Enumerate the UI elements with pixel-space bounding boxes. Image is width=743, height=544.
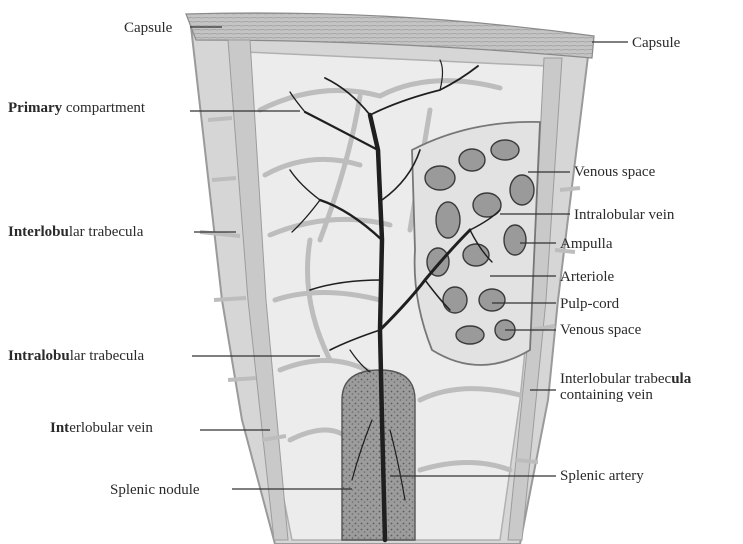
label-intralobular-trabecula: Intralobular trabecula: [8, 348, 145, 364]
label-capsule-right: Capsule: [632, 35, 681, 51]
label-interlobular-vein: Interlobular vein: [50, 420, 153, 436]
label-interlobular-trabecula-bold: Interlobu: [8, 224, 69, 240]
label-arteriole: Arteriole: [560, 269, 614, 285]
label-pulp-cord: Pulp-cord: [560, 296, 620, 312]
label-intralobular-trabecula-bold: Intralobu: [8, 348, 70, 364]
label-intralobular-trabecula-rest: lar trabecula: [70, 348, 145, 364]
label-interlobular-trabecula-rest: lar trabecula: [69, 224, 144, 240]
label-primary-rest: compartment: [66, 100, 146, 116]
label-interlobular-vein-bold: Int: [50, 420, 69, 436]
label-interlobular-vein-rest: erlobular vein: [69, 420, 153, 436]
splenic-nodule: [342, 370, 415, 540]
label-venous-space-bottom: Venous space: [560, 322, 642, 338]
label-splenic-artery: Splenic artery: [560, 468, 644, 484]
label-interlobular-trabecula: Interlobular trabecula: [8, 224, 144, 240]
label-venous-space-top: Venous space: [574, 164, 656, 180]
label-intralobular-vein: Intralobular vein: [574, 207, 675, 223]
label-ampulla: Ampulla: [560, 236, 613, 252]
label-itcv-rest: Interlobular trabec: [560, 371, 672, 387]
label-interlobular-trabecula-containing-vein-line1: Interlobular trabecula: [560, 371, 692, 387]
label-splenic-nodule: Splenic nodule: [110, 482, 200, 498]
label-primary-bold: Primary: [8, 100, 63, 116]
label-primary-compartment: Primary compartment: [8, 100, 146, 116]
label-interlobular-trabecula-containing-vein-line2: containing vein: [560, 387, 653, 403]
label-capsule-left: Capsule: [124, 20, 173, 36]
label-itcv-bold: ula: [671, 371, 692, 387]
